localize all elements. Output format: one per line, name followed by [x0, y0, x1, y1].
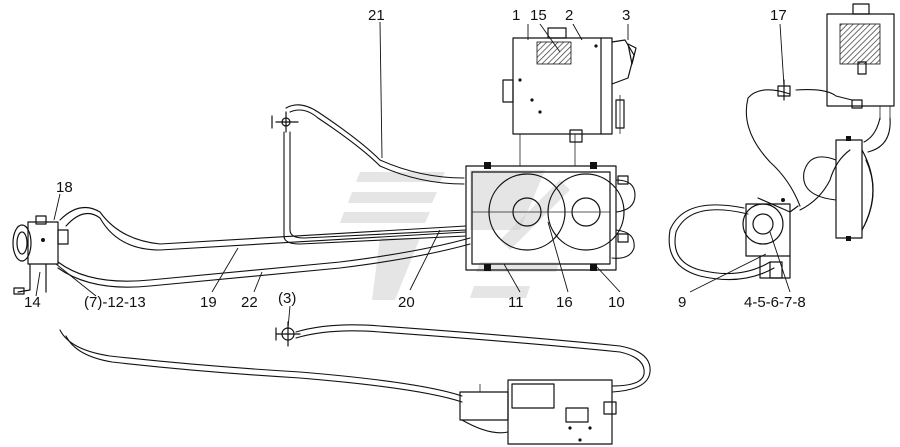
reservoir-right [826, 3, 895, 120]
callout-22: 22 [241, 294, 258, 311]
callout-9: 9 [678, 294, 686, 311]
hose-lines [57, 89, 891, 434]
callout-20: 20 [398, 294, 415, 311]
condenser-assembly [465, 150, 636, 271]
callout-3: 3 [622, 7, 630, 24]
callout-17: 17 [770, 7, 787, 24]
callout-18: 18 [56, 179, 73, 196]
control-box-bottom [459, 379, 617, 445]
callout-11: 11 [508, 294, 524, 311]
leader-lines [35, 21, 791, 329]
callout-21: 21 [368, 7, 385, 24]
callout-15: 15 [530, 7, 547, 24]
callout-4-5-6-7-8: 4-5-6-7-8 [744, 294, 806, 311]
heater-unit [502, 27, 637, 150]
callout-16: 16 [556, 294, 573, 311]
callout-1: 1 [512, 7, 520, 24]
callout-labels: 21 1 15 2 3 17 18 14 (7)-12-13 19 22 (3)… [24, 7, 806, 311]
callout-19: 19 [200, 294, 217, 311]
upper-clamp [271, 111, 299, 133]
callout-7-12-13: (7)-12-13 [84, 294, 146, 311]
callout-14: 14 [24, 294, 41, 311]
fan-unit-right [742, 136, 874, 279]
compressor-left [12, 215, 69, 295]
callout-2: 2 [565, 7, 573, 24]
callout-10: 10 [608, 294, 625, 311]
callout-3-bracket: (3) [278, 290, 296, 307]
watermark-logo [340, 170, 570, 300]
